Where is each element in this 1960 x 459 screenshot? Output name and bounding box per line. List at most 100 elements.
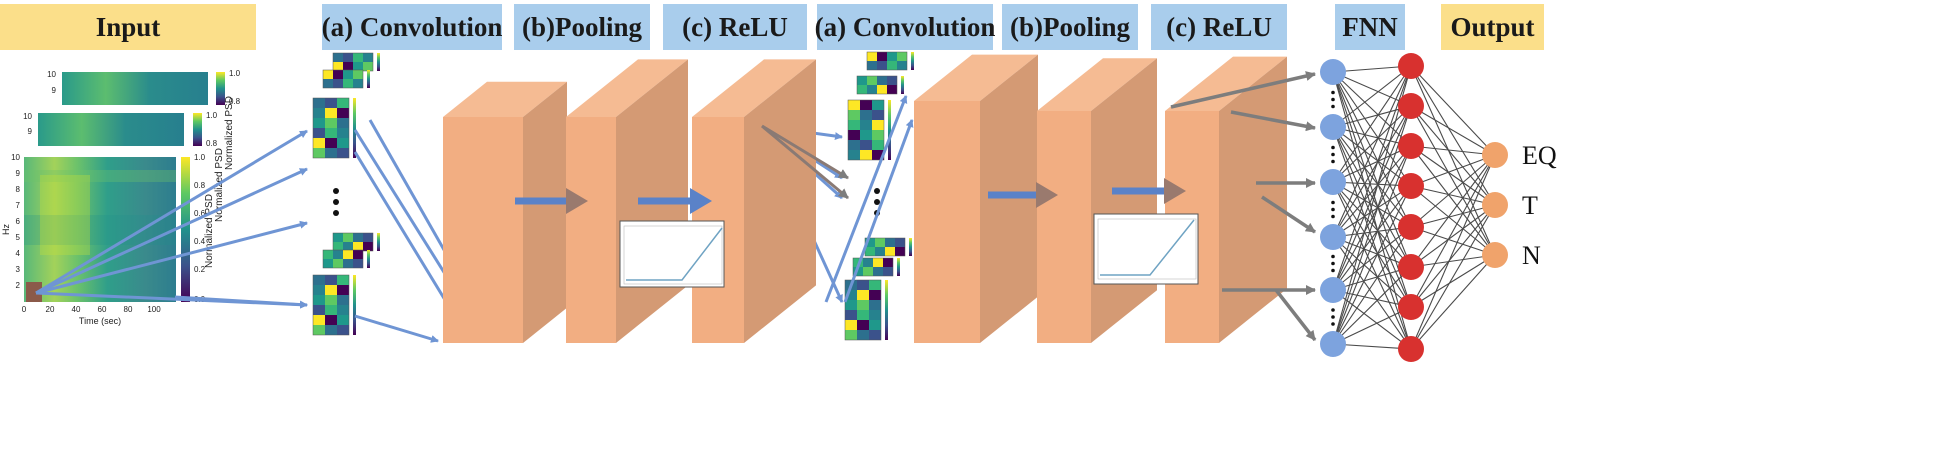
spectrogram-highlight [40,175,90,255]
feature-map [332,52,380,72]
tick: 1.0 [194,153,206,162]
output-class-label: N [1522,241,1541,270]
relu-to-conv-gray-arrows [761,124,849,200]
pool2-header: (b)Pooling [1002,4,1138,50]
fnn-input-node [1320,331,1346,357]
fnn-edge [1332,65,1412,291]
tick: 80 [124,305,133,314]
tick: 0.8 [194,181,206,190]
feature-map [312,97,356,159]
output-class-label: EQ [1522,141,1557,170]
feature-map [856,75,904,95]
fnn-edge [1410,145,1496,206]
fnn-edge [1332,65,1412,345]
tick: 9 [28,127,33,136]
fnn-edge [1410,204,1496,228]
fnn-edge [1410,154,1496,228]
fnn-hidden-node [1398,53,1424,79]
tick: 10 [23,112,32,121]
ellipsis-dot [1331,104,1335,109]
relu-graph-inset-1 [619,220,725,288]
spectrogram-band [24,170,176,182]
pooling-block-2 [1037,58,1157,343]
fnn-input-node [1320,277,1346,303]
ellipsis-dot [1331,308,1335,312]
tick: 10 [11,153,20,162]
fnn-edge [1332,266,1412,345]
fnn-edge [1410,154,1496,268]
tick: 5 [16,233,21,242]
fnn-edge [1410,204,1496,308]
fnn-edge [1410,185,1496,206]
fnn-edge [1332,145,1412,345]
feature-map [322,249,370,269]
fnn-edge [1332,65,1412,128]
input-header: Input [0,4,256,50]
output-node [1482,242,1508,268]
feature-map [332,232,380,252]
tick: 0.6 [194,209,206,218]
fnn-edge [1332,266,1412,291]
fnn-edge [1332,105,1412,291]
fnn-edge [1332,126,1412,187]
fnn-edge [1410,65,1496,206]
ellipsis-dot [1331,90,1335,95]
feature-map-stack-conv1 [312,52,380,336]
relu-graph-inset-2 [1093,213,1199,285]
tick: 1.0 [206,111,218,120]
conv2-header: (a) Convolution [815,4,995,50]
tick: 3 [16,265,21,274]
fnn-edge [1410,105,1496,256]
fnn-edge [1332,71,1412,308]
output-header: Output [1441,4,1544,50]
fnn-edge [1332,71,1412,350]
fnn-edge [1332,236,1412,268]
feature-map [322,69,370,89]
fnn-edge [1332,71,1412,107]
fnn-hidden-node [1398,294,1424,320]
fnn-edge [1410,145,1496,256]
ellipsis-dot [1331,159,1335,164]
fnn-edge [1410,204,1496,350]
feature-map [312,274,356,336]
ellipsis-dot [1331,145,1335,150]
fnn-header: FNN [1335,4,1405,50]
colorbar-label: Normalized PSD [204,194,215,268]
fnn-edge [1410,145,1496,156]
tick: 2 [16,281,21,290]
input-spectrogram-group: 10 9 1.0 0.8 10 9 1.0 0.8 Normalized PSD… [1,69,241,326]
fnn-edge [1332,71,1412,147]
fnn-input-node [1320,224,1346,250]
fnn-edge [1332,71,1412,268]
layer-transition-arrows [515,178,1186,214]
ellipsis-dot [1331,200,1335,205]
tick: 40 [72,305,81,314]
feature-map-stack-conv2 [844,51,914,341]
fnn-edge [1332,145,1412,238]
fnn-edge [1332,185,1412,291]
ellipsis-dot [1331,254,1335,259]
fnn-edge [1332,185,1412,345]
fnn-edge [1332,185,1412,238]
fnn-edge [1410,254,1496,308]
fnn-hidden-node [1398,133,1424,159]
fnn-edge [1332,226,1412,345]
tick: 20 [46,305,55,314]
fnn-input-node [1320,59,1346,85]
fnn-edge [1410,105,1496,156]
fnn-edge [1332,105,1412,345]
ellipsis-dot [1331,97,1335,102]
ellipsis-dot [1331,152,1335,157]
fnn-edge [1332,289,1412,308]
colorbar-label: Normalized PSD [224,96,235,170]
ellipsis-dot [1331,315,1335,319]
fnn-edge [1332,226,1412,238]
fnn-edge [1332,65,1412,183]
ellipsis-dots [333,188,880,216]
fnn-edge [1410,204,1496,268]
fnn-hidden-node [1398,254,1424,280]
fnn-edge [1410,154,1496,187]
fnn-edge [1332,65,1412,73]
relu2-header: (c) ReLU [1151,4,1287,50]
